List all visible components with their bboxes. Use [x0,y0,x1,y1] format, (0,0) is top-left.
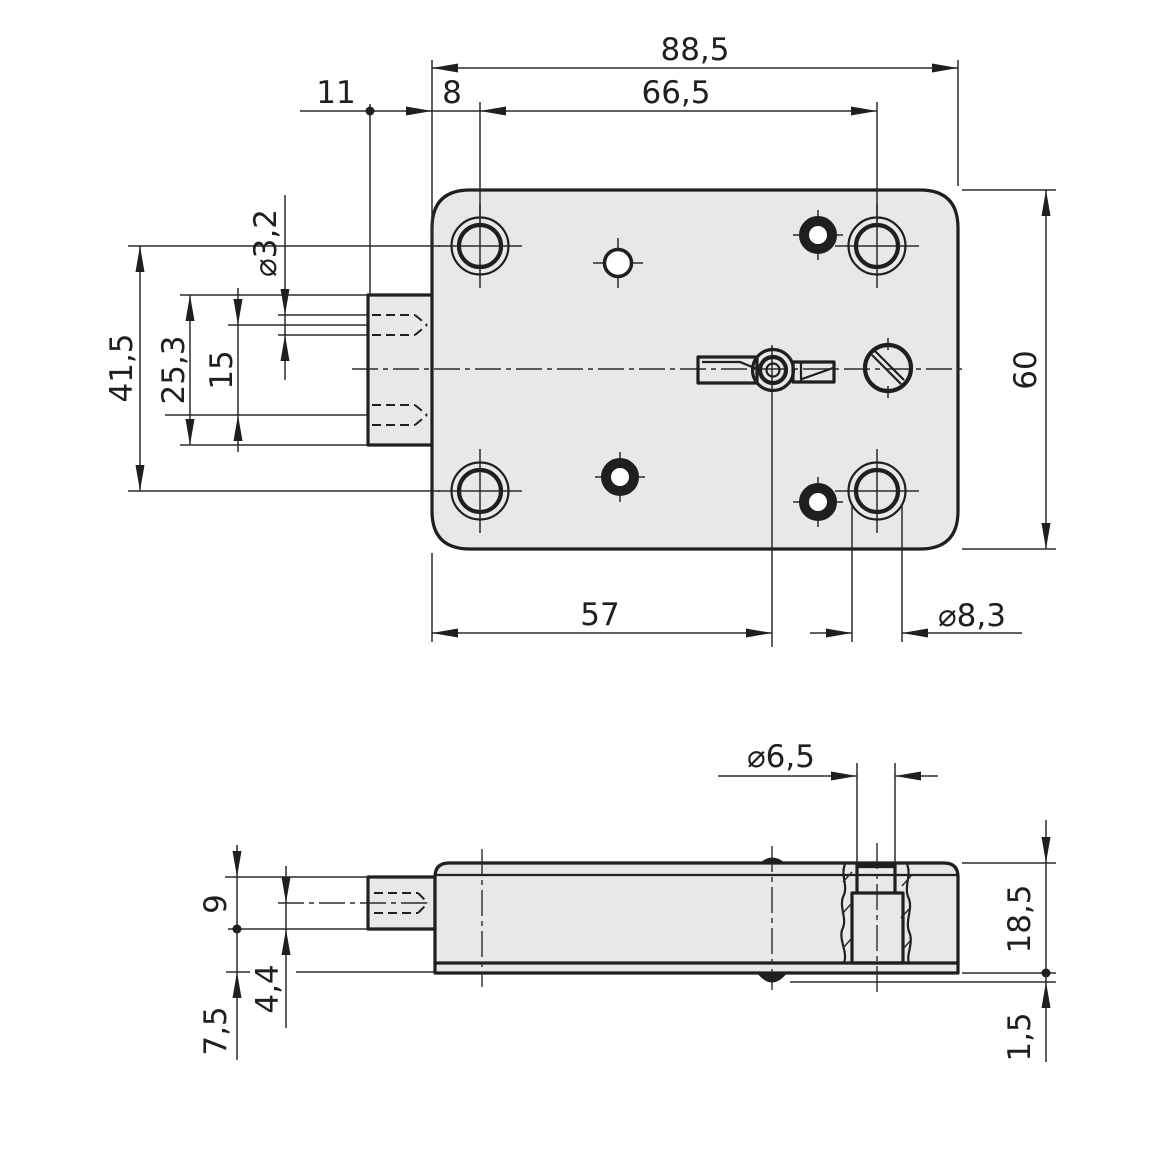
ext-bolt-edges [180,294,368,446]
keyhole-ring [757,354,789,386]
hole-ring [799,483,837,521]
front-view: 88,5 11 8 66,5 41,5 25,3 15 ⌀3,2 [104,32,1056,647]
arrowhead [480,106,506,116]
lock-case-side [433,861,960,975]
rivet-hole-bottom-right [793,477,843,527]
arrowhead [281,929,291,955]
keyhole-center [765,362,781,378]
threaded-bushing [840,862,912,965]
mounting-hole-bottom-right [835,449,919,533]
ext-bushing-hole [856,763,896,863]
ext-screw-hole-edges [278,314,368,336]
hole-ring [602,247,634,279]
dim-label-screw-hole-dia: ⌀3,2 [248,209,284,277]
hole-ring [601,458,639,496]
arrowhead [432,63,458,73]
dim-label-bolt-to-back: 7,5 [198,1006,234,1055]
arrowhead [232,851,242,877]
ext-bolt-screw-centers [165,324,368,416]
arrowhead [281,877,291,903]
pilot-hole-top-middle [593,238,643,288]
dim-label-mounting-hole-dia: ⌀8,3 [938,598,1006,634]
arrowhead [826,628,852,638]
keyway-left-slot [696,355,759,385]
arrowhead [406,106,432,116]
dim-label-hole-spacing-height: 41,5 [104,333,140,402]
arrowhead [1041,190,1051,216]
keyhole [696,347,836,393]
side-dimensions: ⌀6,5 18,5 1,5 9 7,5 4,4 [198,739,1056,1062]
ext-hole-rows [128,245,440,492]
arrowhead [895,771,921,781]
dim-label-bolt-offset: 11 [316,75,355,111]
dim-label-bolt-height: 25,3 [156,335,192,404]
dim-label-pin-protrusion: 1,5 [1002,1012,1038,1061]
hole-counterbore [450,461,510,521]
hole-counterbore [847,461,907,521]
bushing-knurl-right [905,863,912,964]
dim-label-overall-width: 88,5 [660,32,729,68]
arrowhead [1041,837,1051,863]
dim-label-bushing-hole-dia: ⌀6,5 [747,739,815,775]
bolt-hidden-hole-side [374,892,429,914]
arrowhead [135,465,145,491]
bolt-hole-bottom-hidden [372,404,428,426]
dim-label-bolt-screw-spacing: 15 [204,350,240,389]
slotted-screw [862,338,914,398]
mounting-hole-bottom-left [438,449,522,533]
arrowhead [831,771,857,781]
key-pin-top [760,857,785,863]
arrowhead [932,63,958,73]
arrowhead [185,295,195,321]
arrowhead [1041,982,1051,1008]
rivet-hole-top-right [793,210,843,260]
arrowhead [233,415,243,441]
dim-label-case-depth: 18,5 [1002,884,1038,953]
bushing-hole-walls [855,862,897,895]
keyway-right-slot [791,360,836,384]
arrowhead [135,246,145,272]
screw-slot [871,350,905,385]
dim-label-bolt-axis-offset: 4,4 [250,964,286,1013]
hole-bore [853,467,901,515]
arrowhead [432,628,458,638]
dim-label-edge-to-hole: 8 [442,75,462,111]
small-holes [593,210,843,527]
bolt-hole-top-hidden [372,314,428,336]
arrowhead [185,419,195,445]
rivet-hole-bottom-middle [595,452,645,502]
arrowhead [746,628,772,638]
key-bit-edges [799,362,834,382]
ext-case-depth [962,862,1056,974]
arrowhead [1041,523,1051,549]
arrowhead [902,628,928,638]
dim-label-hole-spacing-width: 66,5 [641,75,710,111]
arrowhead [851,106,877,116]
hole-bore [456,467,504,515]
dim-label-bolt-thickness: 9 [198,894,234,914]
latch-bolt [366,293,436,447]
dim-dot [365,106,375,116]
knurl-hatching [841,871,912,951]
arrowhead [280,289,290,315]
bushing-body [850,891,905,965]
screw-head [862,342,914,394]
bolt-hidden-holes [372,314,428,426]
arrowhead [232,972,242,998]
side-view: ⌀6,5 18,5 1,5 9 7,5 4,4 [198,739,1056,1062]
ext-case-top-bottom [962,189,1056,550]
front-dimensions: 88,5 11 8 66,5 41,5 25,3 15 ⌀3,2 [104,32,1056,642]
dim-label-keyhole-offset: 57 [580,597,619,633]
arrowhead [280,335,290,361]
dim-label-overall-height: 60 [1008,350,1044,389]
arrowhead [233,299,243,325]
ext-hole-dia [851,505,903,642]
key-pin-bottom [757,973,787,983]
hole-ring [799,216,837,254]
